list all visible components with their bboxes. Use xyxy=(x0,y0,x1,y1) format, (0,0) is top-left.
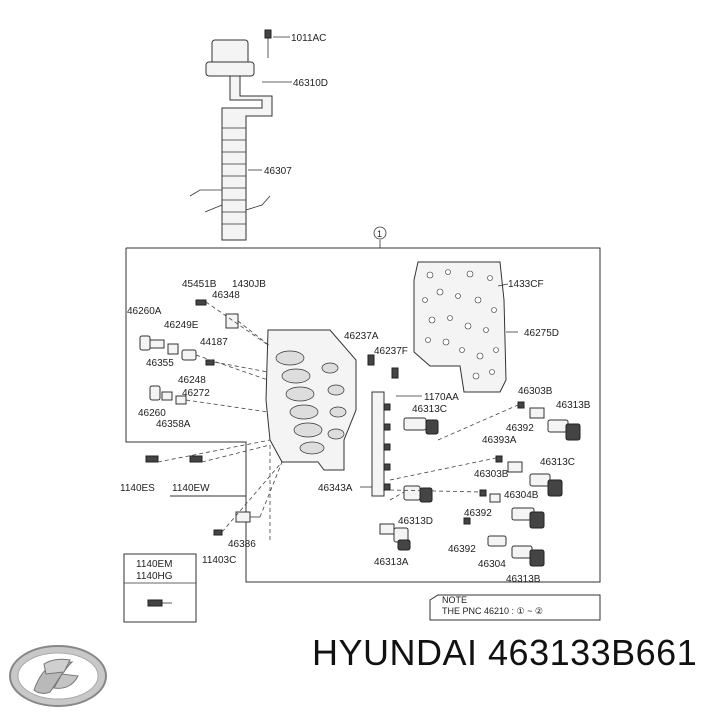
label-46313B-b: 46313B xyxy=(506,574,541,585)
label-1433CF: 1433CF xyxy=(508,279,544,290)
label-46313C-b: 46313C xyxy=(540,457,575,468)
inset-1140EM-box xyxy=(123,553,197,623)
label-1140EW: 1140EW xyxy=(172,483,210,494)
label-46275D: 46275D xyxy=(524,328,559,339)
assembly-outline: 1 xyxy=(125,226,601,583)
label-46304B: 46304B xyxy=(504,490,539,501)
label-1140ES: 1140ES xyxy=(120,483,155,494)
label-46249E: 46249E xyxy=(164,320,199,331)
label-1430JB: 1430JB xyxy=(232,279,266,290)
label-1170AA: 1170AA xyxy=(424,392,459,403)
label-46272: 46272 xyxy=(182,388,210,399)
solenoid-leader-lines xyxy=(269,404,519,540)
label-46260: 46260 xyxy=(138,408,166,419)
hyundai-logo-icon xyxy=(9,645,107,707)
label-46248: 46248 xyxy=(178,375,206,386)
label-46358A: 46358A xyxy=(156,419,191,430)
wire-harness-46307 xyxy=(189,29,273,241)
label-44187: 44187 xyxy=(200,337,228,348)
note-box xyxy=(429,594,601,621)
label-46392-a: 46392 xyxy=(506,423,534,434)
label-46393A: 46393A xyxy=(482,435,517,446)
wiring-strip-46343A xyxy=(371,391,391,497)
note-text: THE PNC 46210 : ① ~ ② xyxy=(442,606,543,616)
label-46313A: 46313A xyxy=(374,557,409,568)
label-11403C: 11403C xyxy=(202,555,236,566)
label-46313C-a: 46313C xyxy=(412,404,447,415)
label-46355: 46355 xyxy=(146,358,174,369)
label-circle-1: 1 xyxy=(377,229,382,239)
label-46313D: 46313D xyxy=(398,516,433,527)
label-46343A: 46343A xyxy=(318,483,353,494)
label-46392-b: 46392 xyxy=(464,508,492,519)
brand-part-number: HYUNDAI 463133B661 xyxy=(312,632,698,673)
label-46392-c: 46392 xyxy=(448,544,476,555)
label-1140EM: 1140EM xyxy=(136,559,173,570)
label-46303B-b: 46303B xyxy=(474,469,509,480)
label-46304: 46304 xyxy=(478,559,506,570)
solenoids xyxy=(379,401,581,567)
left-leader-lines xyxy=(157,301,283,533)
label-1140HG: 1140HG xyxy=(136,571,173,582)
label-46386: 46386 xyxy=(228,539,256,550)
label-46313B-a: 46313B xyxy=(556,400,591,411)
label-46310D: 46310D xyxy=(293,78,328,89)
label-46237F: 46237F xyxy=(374,346,408,357)
label-46260A: 46260A xyxy=(127,306,162,317)
label-46348: 46348 xyxy=(212,290,240,301)
label-46307: 46307 xyxy=(264,166,292,177)
label-46303B-a: 46303B xyxy=(518,386,553,397)
note-title: NOTE xyxy=(442,595,467,605)
valve-body xyxy=(265,329,357,471)
label-1011AC: 1011AC xyxy=(291,33,326,44)
label-46237A: 46237A xyxy=(344,331,379,342)
label-45451B: 45451B xyxy=(182,279,217,290)
separator-plate-46275D xyxy=(413,261,507,393)
